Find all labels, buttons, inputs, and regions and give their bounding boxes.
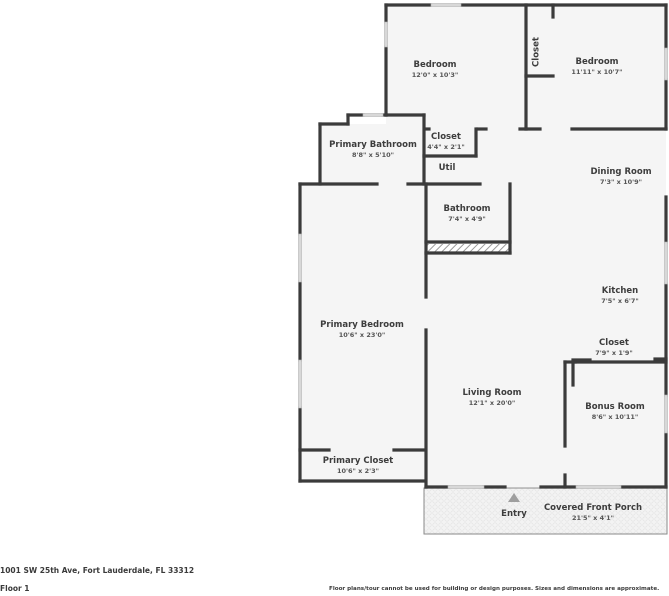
room-bathroom: Bathroom 7'4" x 4'9" — [443, 204, 490, 224]
room-name: Kitchen — [601, 286, 639, 296]
property-address: 1001 SW 25th Ave, Fort Lauderdale, FL 33… — [0, 566, 195, 575]
room-name: Closet — [531, 37, 542, 67]
room-name: Closet — [431, 132, 461, 142]
room-dimensions: 7'9" x 1'9" — [595, 349, 633, 357]
room-name: Primary Closet — [322, 456, 394, 466]
room-dimensions: 4'4" x 2'1" — [427, 143, 465, 151]
room-dimensions: 12'0" x 10'3" — [411, 71, 459, 79]
windows — [298, 3, 668, 489]
room-covered-front-porch: Covered Front Porch 21'5" x 4'1" — [544, 503, 642, 523]
room-name: Covered Front Porch — [543, 503, 643, 513]
disclaimer: Floor plans/tour cannot be used for buil… — [329, 586, 660, 592]
room-name: Util — [438, 163, 456, 173]
room-name: Bedroom — [575, 57, 619, 67]
room-dimensions: 8'8" x 5'10" — [351, 151, 395, 159]
room-dimensions: 7'4" x 4'9" — [448, 215, 486, 223]
entry-text: Entry — [501, 509, 527, 519]
room-kitchen: Kitchen 7'5" x 6'7" — [601, 286, 639, 306]
room-bedroom-1: Bedroom 12'0" x 10'3" — [412, 60, 459, 80]
triangle-up-icon — [508, 493, 520, 502]
room-name: Dining Room — [590, 167, 652, 177]
room-name: Bedroom — [413, 60, 457, 70]
room-name: Closet — [599, 338, 629, 348]
room-dimensions: 12'1" x 20'0" — [468, 399, 516, 407]
room-primary-closet: Primary Closet 10'6" x 2'3" — [323, 456, 394, 476]
room-name: Primary Bathroom — [329, 140, 417, 150]
room-dimensions: 21'5" x 4'1" — [571, 514, 615, 522]
room-bedroom-closet: Closet — [532, 37, 543, 67]
room-primary-bedroom: Primary Bedroom 10'6" x 23'0" — [320, 320, 404, 340]
room-dimensions: 8'6" x 10'11" — [591, 413, 639, 421]
room-primary-bathroom: Primary Bathroom 8'8" x 5'10" — [329, 140, 417, 160]
room-bonus-room: Bonus Room 8'6" x 10'11" — [585, 402, 645, 422]
room-living-room: Living Room 12'1" x 20'0" — [463, 388, 522, 408]
room-dimensions: 10'6" x 2'3" — [336, 467, 380, 475]
room-util: Util — [439, 163, 456, 174]
room-name: Primary Bedroom — [320, 320, 404, 330]
floor-label: Floor 1 — [0, 584, 30, 593]
room-bedroom-2: Bedroom 11'11" x 10'7" — [571, 57, 622, 77]
room-dimensions: 7'3" x 10'9" — [599, 178, 643, 186]
room-name: Bathroom — [443, 204, 491, 214]
room-name: Living Room — [462, 388, 522, 398]
walls — [298, 3, 668, 489]
room-dimensions: 11'11" x 10'7" — [571, 68, 623, 76]
room-dining-room: Dining Room 7'3" x 10'9" — [590, 167, 651, 187]
room-dimensions: 10'6" x 23'0" — [338, 331, 386, 339]
room-dimensions: 7'5" x 6'7" — [601, 297, 639, 305]
room-name: Bonus Room — [585, 402, 645, 412]
room-kitchen-closet: Closet 7'9" x 1'9" — [595, 338, 633, 358]
entry-label: Entry — [501, 509, 527, 520]
covered-front-porch-area — [423, 487, 668, 535]
bathroom-fixture — [426, 244, 510, 252]
room-hall-closet: Closet 4'4" x 2'1" — [427, 132, 465, 152]
